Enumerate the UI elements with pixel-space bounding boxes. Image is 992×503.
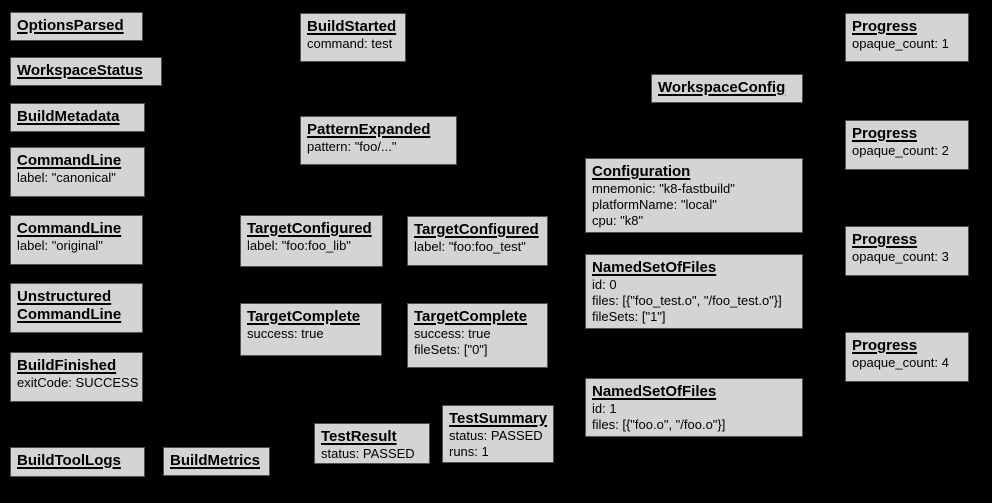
event-box-workspacestatus: WorkspaceStatus [10, 57, 162, 86]
event-field: id: 0 [592, 277, 617, 292]
event-title: NamedSetOfFiles [592, 259, 717, 276]
event-title: Progress [852, 18, 918, 35]
event-title: BuildFinished [17, 357, 117, 374]
event-field: status: PASSED [321, 446, 415, 461]
event-title: CommandLine [17, 220, 122, 237]
event-title: BuildMetadata [17, 108, 120, 125]
event-title: Unstructured CommandLine [17, 288, 122, 323]
event-field: status: PASSED [449, 428, 543, 443]
event-title: NamedSetOfFiles [592, 383, 717, 400]
event-title: CommandLine [17, 152, 122, 169]
event-title: Progress [852, 125, 918, 142]
event-box-unstructured-commandline: Unstructured CommandLine [10, 283, 143, 333]
event-title: WorkspaceStatus [17, 62, 143, 79]
event-field: opaque_count: 4 [852, 355, 949, 370]
event-box-buildmetadata: BuildMetadata [10, 103, 145, 132]
event-box-buildtoollogs: BuildToolLogs [10, 447, 145, 477]
event-field: command: test [307, 36, 393, 51]
event-field: label: "original" [17, 238, 103, 253]
event-box-buildmetrics: BuildMetrics [163, 447, 270, 476]
event-title: TestSummary [449, 410, 548, 427]
event-title: TestResult [321, 428, 397, 445]
event-field: pattern: "foo/..." [307, 139, 397, 154]
event-field: label: "foo:foo_test" [414, 239, 526, 254]
event-field: opaque_count: 3 [852, 249, 949, 264]
event-field: fileSets: ["0"] [414, 342, 488, 357]
event-field: success: true [414, 326, 491, 341]
event-field: files: [{"foo.o", "/foo.o"}] [592, 417, 726, 432]
event-field: cpu: "k8" [592, 213, 644, 228]
event-field: exitCode: SUCCESS [17, 375, 139, 390]
event-field: label: "canonical" [17, 170, 116, 185]
event-field: runs: 1 [449, 444, 489, 459]
event-field: mnemonic: "k8-fastbuild" [592, 181, 735, 196]
event-field: platformName: "local" [592, 197, 717, 212]
event-title: Configuration [592, 163, 691, 180]
event-field: opaque_count: 1 [852, 36, 949, 51]
event-field: id: 1 [592, 401, 617, 416]
event-title: TargetConfigured [247, 220, 372, 237]
event-field: opaque_count: 2 [852, 143, 949, 158]
event-title: BuildToolLogs [17, 452, 121, 469]
event-title: TargetConfigured [414, 221, 539, 238]
event-title: TargetComplete [414, 308, 528, 325]
event-title: TargetComplete [247, 308, 361, 325]
event-title: BuildStarted [307, 18, 397, 35]
event-box-workspaceconfig: WorkspaceConfig [651, 74, 803, 103]
event-field: label: "foo:foo_lib" [247, 238, 351, 253]
event-field: success: true [247, 326, 324, 341]
event-box-optionsparsed: OptionsParsed [10, 12, 143, 41]
event-title: Progress [852, 231, 918, 248]
event-title: PatternExpanded [307, 121, 431, 138]
event-field: fileSets: ["1"] [592, 309, 666, 324]
event-title: WorkspaceConfig [658, 79, 786, 96]
event-field: files: [{"foo_test.o", "/foo_test.o"}] [592, 293, 782, 308]
event-title: BuildMetrics [170, 452, 261, 469]
event-title: OptionsParsed [17, 17, 124, 34]
event-title: Progress [852, 337, 918, 354]
